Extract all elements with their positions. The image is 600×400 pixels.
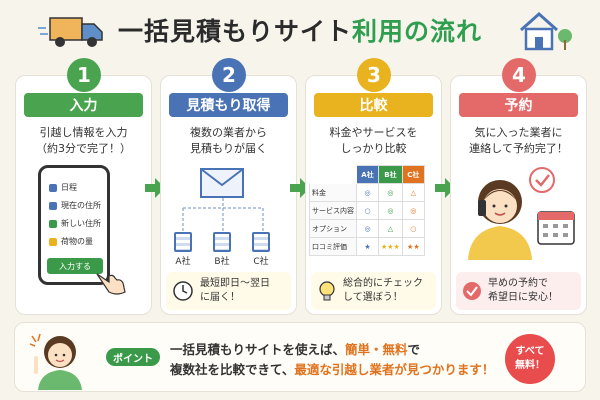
title-main: 一括見積もりサイト <box>118 17 353 46</box>
phone-item-current-address: 現在の住所 <box>49 200 101 211</box>
step-desc-1-line1: 引越し情報を入力 <box>39 126 128 139</box>
step-desc-2-line1: 複数の業者から <box>190 126 267 139</box>
page-title: 一括見積もりサイト利用の流れ <box>118 12 482 48</box>
step-note-3: 総合的にチェックして選ぼう！ <box>311 272 436 310</box>
home-icon <box>49 201 57 210</box>
step-number-4: 4 <box>502 58 536 92</box>
step-desc-4-line2: 連絡して予約完了！ <box>469 142 568 155</box>
table-header-a: A社 <box>356 165 379 184</box>
calendar-icon <box>49 183 57 192</box>
step-label-1: 入力 <box>24 93 143 117</box>
bottom-line-1: 一括見積もりサイトを使えば、簡単・無料で <box>170 342 421 357</box>
title-accent: 利用の流れ <box>352 17 483 46</box>
step-number-2: 2 <box>212 58 246 92</box>
phone-item-new-address: 新しい住所 <box>49 218 101 229</box>
box-icon <box>49 237 57 246</box>
company-a: A社 <box>168 232 198 267</box>
house-icon <box>520 11 572 51</box>
bottom-message: 一括見積もりサイトを使えば、簡単・無料で 複数社を比較できて、最適な引越し業者が… <box>170 340 494 380</box>
check-circle-icon <box>463 282 481 300</box>
building-icon <box>174 232 192 252</box>
step-number-3: 3 <box>357 58 391 92</box>
new-home-icon <box>49 219 57 228</box>
table-row: 口コミ評価 ★ ★★★ ★★ <box>309 237 425 256</box>
arrow-stem-2 <box>290 184 300 192</box>
arrow-stem-1 <box>145 184 155 192</box>
company-c: C社 <box>246 232 276 267</box>
moving-truck-icon <box>38 17 103 47</box>
step-desc-3: 料金やサービスを しっかり比較 <box>305 125 442 157</box>
clock-icon <box>173 281 193 301</box>
building-icon <box>252 232 270 252</box>
step-desc-4: 気に入った業者に 連絡して予約完了！ <box>450 125 587 157</box>
point-badge: ポイント <box>106 348 160 366</box>
company-b: B社 <box>207 232 237 267</box>
phone-item-luggage: 荷物の量 <box>49 236 93 247</box>
building-icon <box>213 232 231 252</box>
input-button[interactable]: 入力する <box>47 258 103 274</box>
table-row: 料金 ◎ ◎ △ <box>309 183 425 202</box>
step-note-2: 最短即日〜翌日に届く！ <box>166 272 291 310</box>
table-row: オプション ◎ △ ○ <box>309 219 425 238</box>
step-label-4: 予約 <box>459 93 578 117</box>
woman-on-phone-illustration <box>468 167 575 260</box>
envelope-icon <box>200 168 244 198</box>
woman-pointing-illustration <box>30 333 82 390</box>
table-header-row: A社 B社 C社 <box>309 165 425 184</box>
pointing-hand-icon <box>96 273 126 295</box>
step-desc-4-line1: 気に入った業者に <box>474 126 563 139</box>
lightbulb-icon <box>319 281 335 301</box>
step-desc-2: 複数の業者から 見積もりが届く <box>160 125 297 157</box>
bottom-line-2: 複数社を比較できて、最適な引越し業者が見つかります！ <box>170 362 495 377</box>
free-badge: すべて 無料！ <box>505 334 555 384</box>
phone-form: 日程 現在の住所 新しい住所 荷物の量 入力する <box>38 165 110 285</box>
step-desc-3-line2: しっかり比較 <box>340 142 407 155</box>
step-label-3: 比較 <box>314 93 433 117</box>
header: 一括見積もりサイト利用の流れ <box>0 0 600 60</box>
table-header-c: C社 <box>401 165 425 184</box>
step-desc-2-line2: 見積もりが届く <box>190 142 267 155</box>
step-desc-1-line2: （約3分で完了！） <box>36 142 131 155</box>
step-desc-3-line1: 料金やサービスを <box>329 126 418 139</box>
step-label-2: 見積もり取得 <box>169 93 288 117</box>
step-desc-1: 引越し情報を入力 （約3分で完了！） <box>15 125 152 157</box>
step-note-4: 早めの予約で希望日に安心！ <box>456 272 581 310</box>
comparison-table: A社 B社 C社 料金 ◎ ◎ △ サービス内容 ○ ◎ ◎ オプション ◎ △… <box>309 165 425 256</box>
step-number-1: 1 <box>67 58 101 92</box>
connector-lines <box>182 198 264 234</box>
table-row: サービス内容 ○ ◎ ◎ <box>309 201 425 220</box>
table-header-b: B社 <box>378 165 403 184</box>
arrow-stem-3 <box>435 184 445 192</box>
phone-item-date: 日程 <box>49 182 77 193</box>
